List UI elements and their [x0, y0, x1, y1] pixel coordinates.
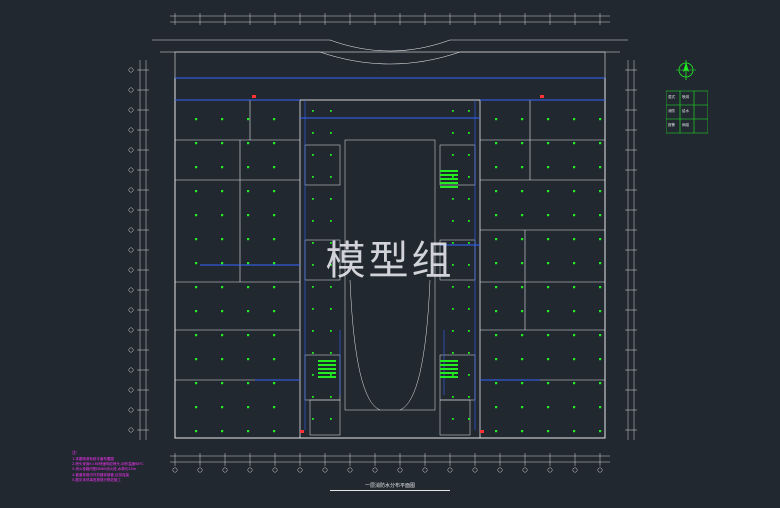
legend-cell: 阀组: [682, 123, 689, 127]
legend-cell: 给水: [682, 109, 689, 113]
fire-water-pipes: [175, 77, 605, 430]
drawing-title: 一层消防水分布平面图: [330, 482, 450, 491]
notes-line: 3.消火栓箱内配DN65消火栓,水带长25m: [72, 467, 137, 472]
dimension-lines: [128, 13, 637, 473]
notes-line: 1.本图喷淋系统平面布置图: [72, 457, 114, 461]
notes-heading: 注:: [72, 450, 78, 455]
sprinkler-heads: [195, 95, 602, 433]
notes-line: 4.管道采用内外热镀锌钢管,丝扣连接: [72, 472, 129, 477]
legend-cell: 喷淋: [682, 95, 689, 99]
notes-line: 5.图中未尽事宜按现行规范施工: [72, 477, 121, 482]
legend-table: 湿式 喷淋消防 给水报警 阀组: [665, 90, 709, 134]
legend-cell: 湿式: [668, 95, 675, 99]
notes-block: 注: 1.本图喷淋系统平面布置图 2.喷头采用K=80快速响应喷头,动作温度68…: [72, 450, 202, 483]
notes-line: 2.喷头采用K=80快速响应喷头,动作温度68℃: [72, 462, 144, 467]
north-arrow-icon: [676, 60, 696, 80]
legend-cell: 消防: [668, 109, 675, 113]
legend-cell: 报警: [668, 123, 675, 127]
